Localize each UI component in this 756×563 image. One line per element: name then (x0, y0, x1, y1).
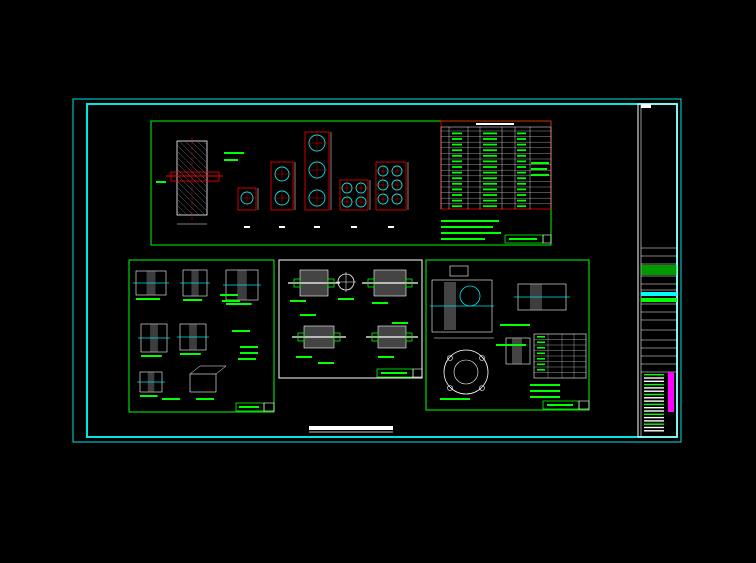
title-block-logo (641, 104, 651, 108)
drawing-caption (309, 426, 393, 433)
detail-sheet-a (128, 259, 275, 413)
title-revision-column (668, 372, 674, 412)
sleeve-schedule-table (440, 120, 552, 210)
panel2-frame (128, 259, 275, 413)
title-project-band-2 (641, 298, 677, 302)
detail-sheet-b (278, 259, 423, 379)
pipe-penetration-plan (150, 120, 552, 246)
panel1-notes (441, 220, 501, 240)
title-project-band (641, 292, 677, 296)
title-block (637, 103, 678, 438)
sleeve (170, 171, 220, 182)
panel3-frame (278, 259, 423, 379)
detail-sheet-c (425, 259, 590, 411)
outer-border (72, 98, 682, 443)
title-company-block (641, 265, 677, 275)
panel4-frame (425, 259, 590, 411)
sleeve-openings (237, 131, 409, 228)
